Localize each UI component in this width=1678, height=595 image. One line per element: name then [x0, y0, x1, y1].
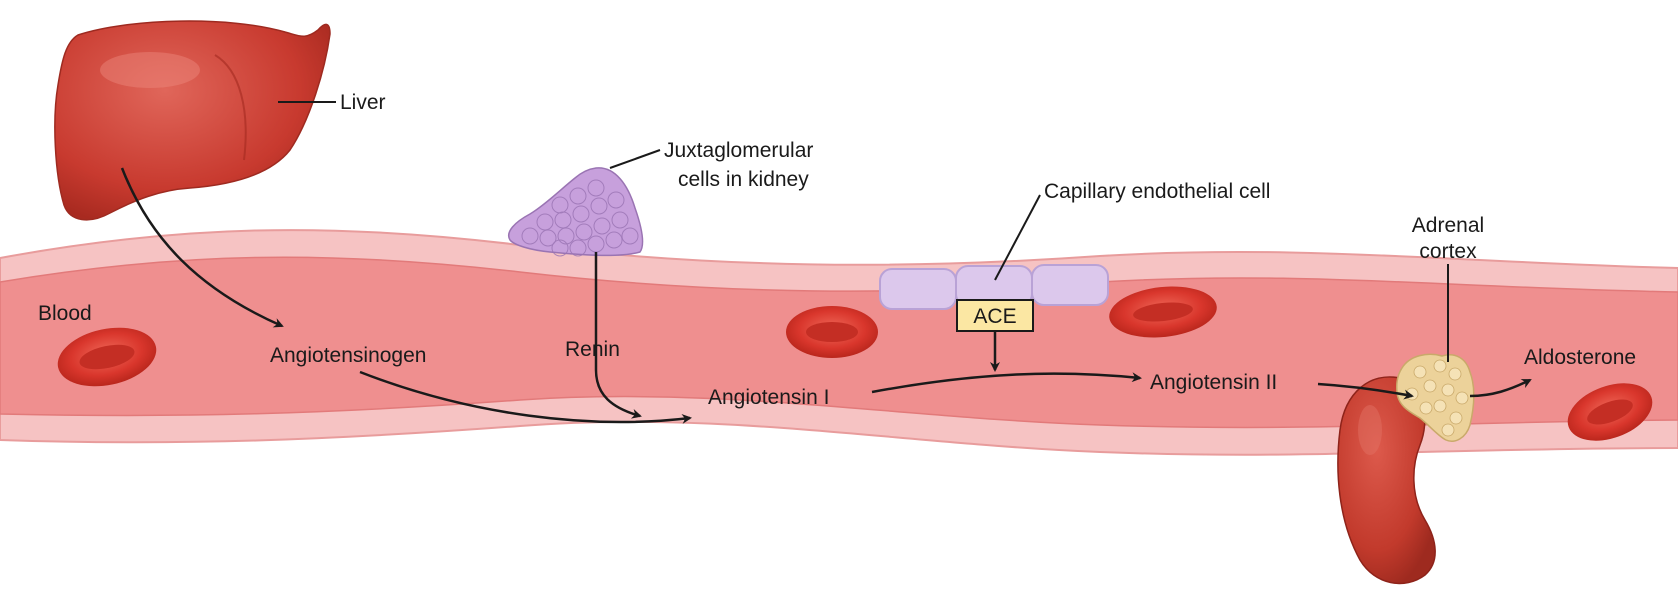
ace-label: ACE — [973, 305, 1016, 328]
red-blood-cell — [57, 327, 157, 387]
kidney-illustration — [1337, 376, 1436, 585]
adrenal-to-aldosterone-arrow — [1469, 378, 1532, 398]
ace-box: ACE — [956, 299, 1034, 332]
angiotensinogen-label: Angiotensinogen — [270, 344, 426, 367]
adrenal-label-line2: cortex — [1419, 240, 1477, 263]
capillary-endothelial-label: Capillary endothelial cell — [1044, 180, 1270, 203]
red-blood-cell — [1109, 286, 1217, 338]
liver-to-angiotensinogen-arrow — [120, 167, 284, 328]
angiotensin-ii-label: Angiotensin II — [1150, 371, 1277, 394]
capillary-leader-line — [994, 194, 1041, 281]
juxtaglomerular-label-line2: cells in kidney — [678, 168, 809, 191]
adrenal-label-line1: Adrenal — [1412, 214, 1484, 237]
juxtaglomerular-cells-illustration — [508, 167, 644, 257]
blood-label: Blood — [38, 302, 92, 325]
angiotensin-i-to-ii-arrow — [871, 372, 1142, 394]
red-blood-cell — [786, 306, 878, 358]
angiotensinogen-to-angiotensin-i-arrow — [359, 370, 692, 424]
adrenal-cortex-illustration — [1396, 353, 1475, 442]
liver-illustration — [54, 20, 331, 221]
renin-arrow — [594, 252, 642, 419]
angiotensin-i-label: Angiotensin I — [708, 386, 829, 409]
red-blood-cell — [1567, 383, 1653, 441]
renin-label: Renin — [565, 338, 620, 361]
juxtaglomerular-label-line1: Juxtaglomerular — [664, 139, 813, 162]
capillary-endothelial-cells — [879, 264, 1109, 310]
liver-label: Liver — [340, 91, 386, 114]
aldosterone-label: Aldosterone — [1524, 346, 1636, 369]
juxtaglomerular-leader-line — [609, 149, 661, 169]
angiotensin-ii-to-adrenal-arrow — [1317, 382, 1414, 400]
